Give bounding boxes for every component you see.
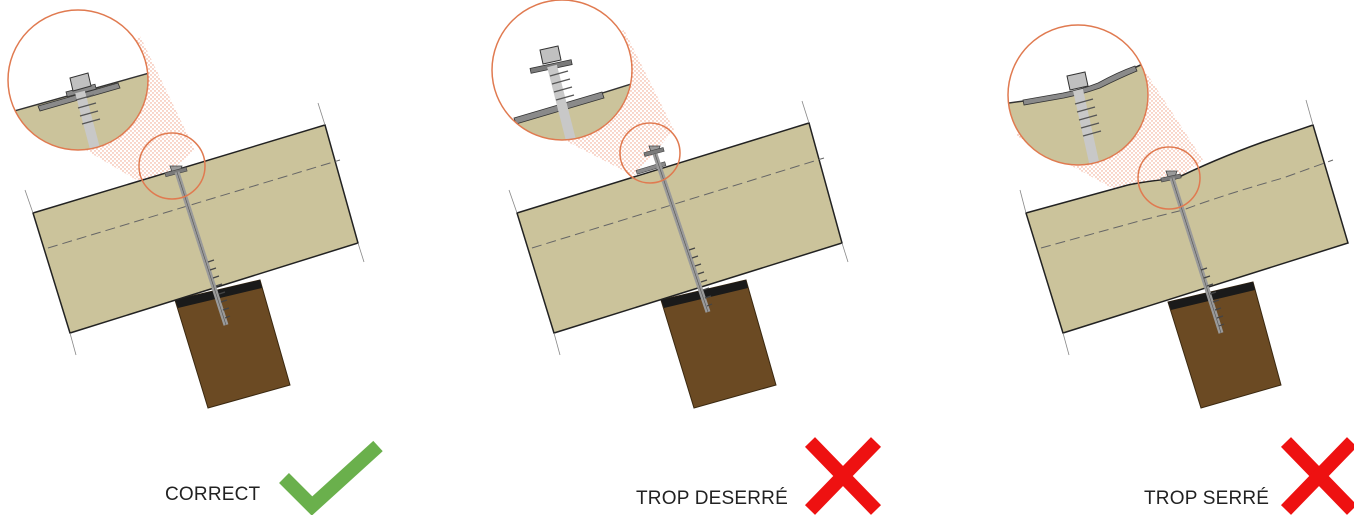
too-tight-installation-diagram xyxy=(1007,24,1349,409)
magnifier-detail xyxy=(8,10,148,150)
correct-installation-diagram xyxy=(7,9,365,409)
caption-too-tight: TROP SERRÉ xyxy=(1144,488,1270,509)
screw xyxy=(164,165,231,326)
panel-too-tight: TROP SERRÉ xyxy=(903,0,1354,515)
detail-circle-small xyxy=(138,132,206,200)
support-post xyxy=(1167,281,1282,409)
magnifier-detail xyxy=(1008,25,1148,165)
magnifier-detail xyxy=(492,0,632,140)
caption-correct: CORRECT xyxy=(165,484,261,505)
cross-icon xyxy=(804,437,882,515)
detail-circle-small xyxy=(619,122,681,184)
support-post xyxy=(174,279,291,409)
panel-correct: CORRECT xyxy=(0,0,451,515)
too-loose-installation-diagram xyxy=(491,0,849,409)
panel-too-loose: TROP DESERRÉ xyxy=(484,0,935,515)
check-icon xyxy=(279,440,383,515)
caption-too-loose: TROP DESERRÉ xyxy=(636,488,788,509)
detail-circle-small xyxy=(1137,146,1201,210)
support-post xyxy=(660,279,777,409)
screw xyxy=(1160,170,1225,334)
cross-icon xyxy=(1280,437,1354,515)
